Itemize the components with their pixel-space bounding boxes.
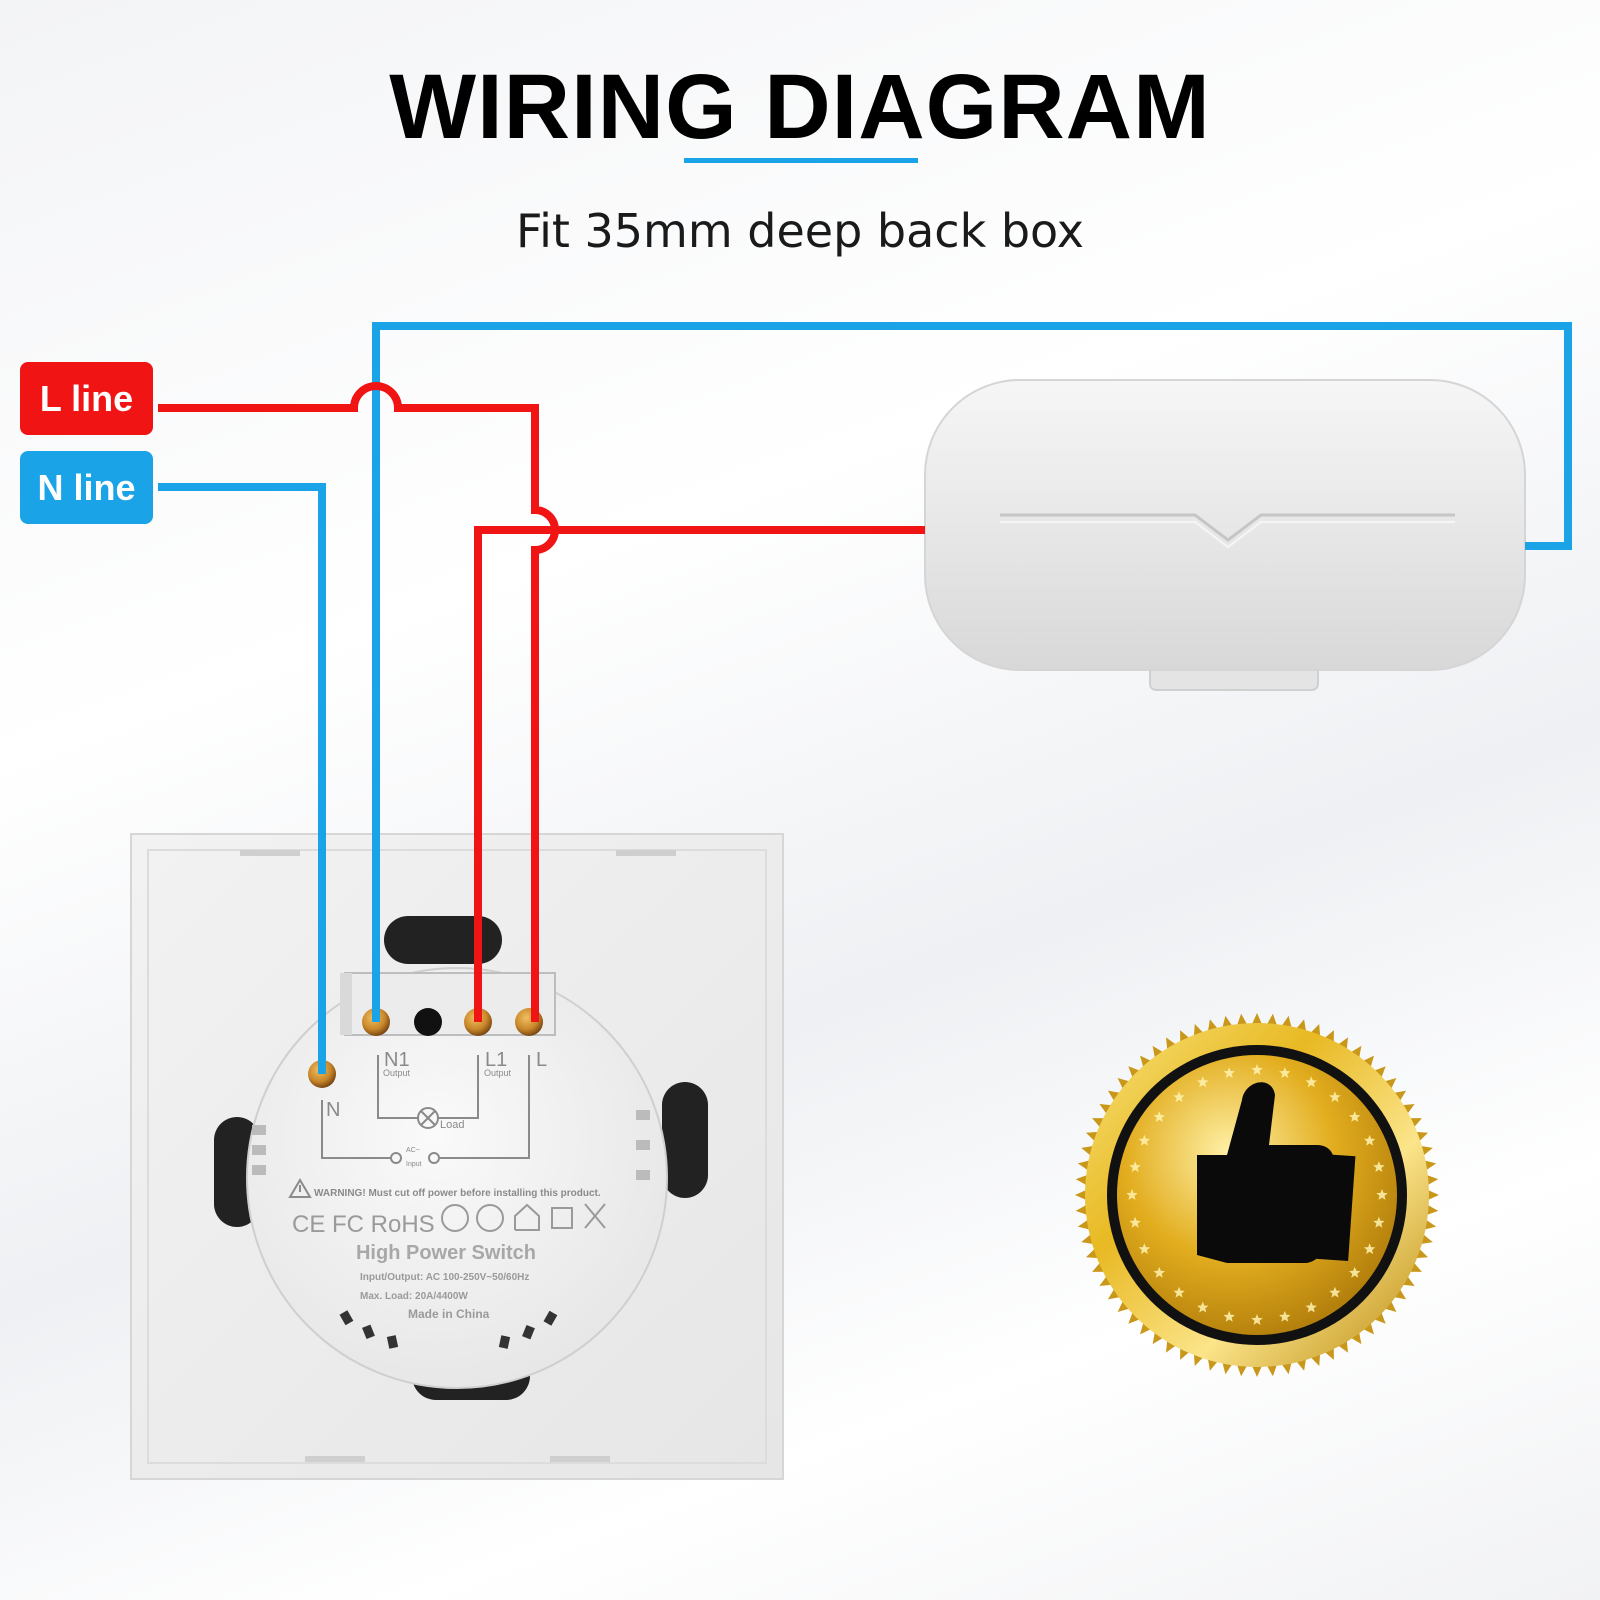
l-line-badge: L line [20,362,153,435]
terminal-l1-label: L1 [485,1049,507,1071]
gold-seal-thumbs-up-icon [1075,1013,1439,1377]
wires [158,322,1572,1074]
water-heater-load [924,379,1526,691]
seal-star [1223,1067,1235,1078]
seal-star [1153,1111,1165,1122]
seal-star [1129,1216,1141,1228]
seal-star [1279,1310,1291,1322]
ac-label: AC~ [406,1147,420,1154]
switch-module: N1 Output L1 Output L N Load AC~ Input W… [246,967,668,1389]
seal-star [1251,1064,1263,1075]
origin-label: Made in China [408,1307,490,1321]
cert-symbols-icon [441,1203,606,1232]
seal-star [1138,1243,1151,1255]
seal-star [1197,1076,1209,1088]
seal-star [1305,1301,1317,1313]
terminal-l1-output-label: Output [484,1068,512,1078]
seal-star [1197,1301,1209,1313]
warning-text: WARNING! Must cut off power before insta… [314,1188,601,1199]
terminal-n1-label: N1 [384,1049,410,1071]
seal-star [1349,1266,1361,1278]
live-wire-input [158,382,559,1022]
load-label: Load [440,1119,464,1131]
input-label: Input [406,1161,422,1168]
seal-star [1349,1111,1361,1122]
seal-star [1363,1243,1376,1255]
warning-triangle-icon [288,1178,312,1198]
seal-star [1173,1091,1185,1103]
seal-star [1376,1189,1388,1200]
seal-star [1126,1189,1138,1200]
terminal-l-label: L [536,1049,547,1071]
live-wire-load [474,526,925,1022]
seal-star [1373,1161,1385,1172]
seal-star [1223,1310,1235,1322]
seal-star [1329,1091,1341,1103]
seal-star [1251,1314,1263,1325]
seal-star [1129,1161,1141,1172]
neutral-wire-load [372,322,1572,1022]
seal-star [1373,1216,1385,1228]
seal-star [1173,1286,1185,1298]
neutral-wire-input [158,483,326,1074]
seal-star [1138,1134,1151,1146]
n-line-badge: N line [20,451,153,524]
spec-max-load: Max. Load: 20A/4400W [360,1291,468,1302]
page-subtitle: Fit 35mm deep back box [515,204,1085,258]
seal-star [1153,1266,1165,1278]
seal-star [1305,1076,1317,1088]
seal-star [1329,1286,1341,1298]
seal-star [1279,1067,1291,1078]
terminal-n-label: N [326,1099,340,1121]
spec-input-output: Input/Output: AC 100-250V~50/60Hz [360,1272,529,1283]
seal-star [1363,1134,1376,1146]
terminal-n1-output-label: Output [383,1068,411,1078]
page-title: WIRING DIAGRAM [389,56,1211,158]
certification-marks: CE FC RoHS [292,1211,435,1238]
terminal-empty-hole [414,1008,442,1036]
product-name: High Power Switch [356,1242,536,1264]
title-underline [684,158,918,163]
